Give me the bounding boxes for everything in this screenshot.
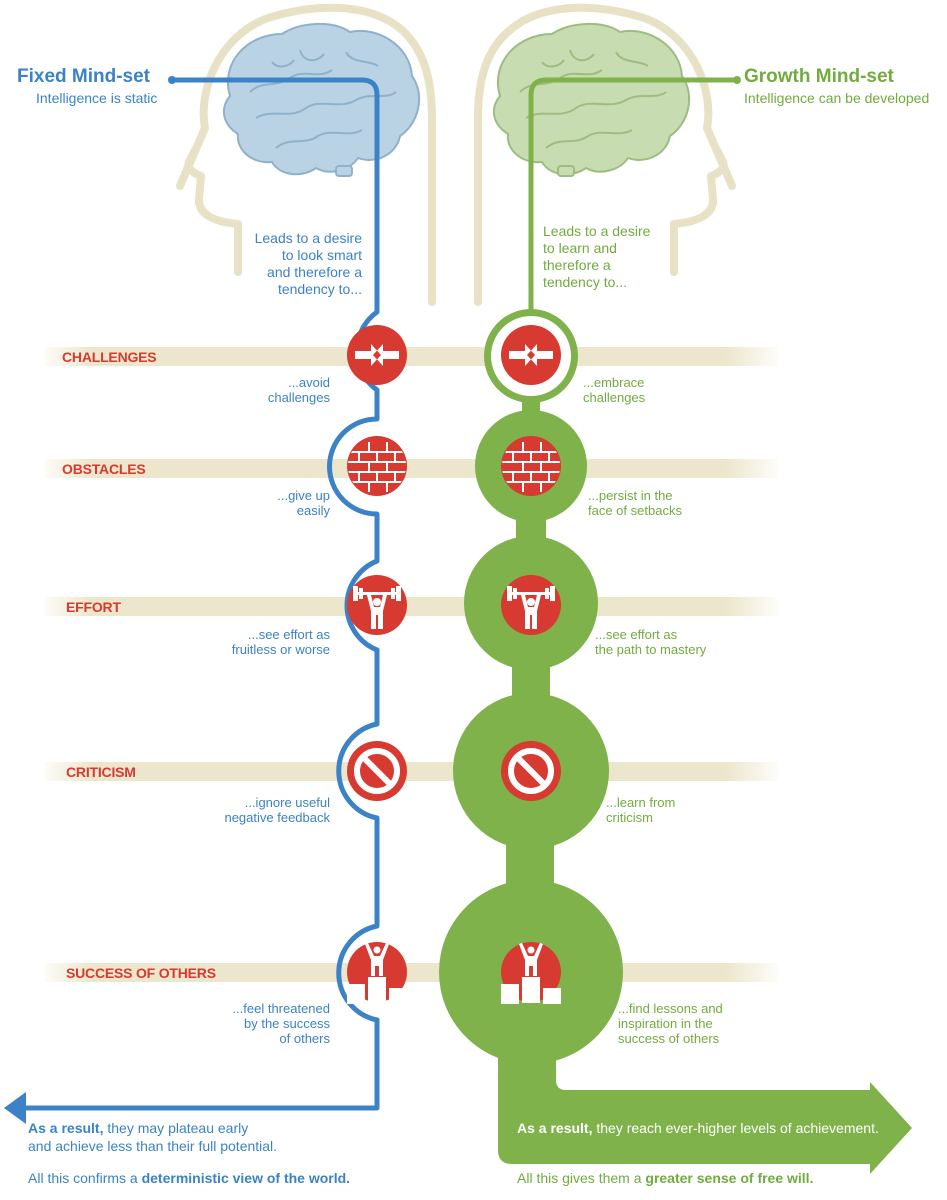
row-label-success-of-others: SUCCESS OF OTHERS — [66, 965, 216, 981]
growth-title: Growth Mind-set — [744, 66, 894, 87]
weightlifter-icon — [347, 575, 407, 635]
band-criticism — [45, 762, 430, 781]
growth-response-challenges: ...embrace challenges — [583, 375, 646, 405]
fixed-head-outline — [176, 3, 436, 306]
arrows-colliding-icon — [347, 325, 407, 385]
fixed-response-obstacles: ...give up easily — [277, 488, 330, 518]
brick-wall-icon — [347, 436, 407, 496]
fixed-confirm-bold: deterministic view of the world. — [141, 1170, 351, 1186]
fixed-confirm-prefix: All this confirms a — [28, 1170, 142, 1186]
growth-result-arrow — [498, 1040, 912, 1174]
fixed-result: As a result, they may plateau early — [28, 1119, 248, 1138]
fixed-response-challenges: ...avoid challenges — [267, 375, 330, 405]
podium-winner-icon — [501, 942, 561, 1004]
arrows-colliding-icon — [501, 325, 561, 385]
fixed-title: Fixed Mind-set — [17, 66, 151, 87]
growth-subtitle: Intelligence can be developed — [744, 90, 930, 106]
band-success — [45, 963, 430, 982]
growth-result-bold: As a result, — [517, 1120, 593, 1136]
fixed-result-line1: they may plateau early — [103, 1120, 249, 1136]
row-label-criticism: CRITICISM — [66, 764, 136, 780]
fixed-confirm: All this confirms a deterministic view o… — [28, 1169, 350, 1188]
fixed-response-success: ...feel threatened by the success of oth… — [232, 1001, 330, 1046]
fixed-subtitle: Intelligence is static — [36, 90, 158, 106]
band-challenges-right — [430, 347, 778, 366]
growth-confirm: All this gives them a greater sense of f… — [517, 1169, 813, 1188]
fixed-response-criticism: ...ignore useful negative feedback — [224, 795, 330, 825]
growth-response-obstacles: ...persist in the face of setbacks — [588, 488, 682, 518]
growth-response-success: ...find lessons and inspiration in the s… — [618, 1001, 723, 1046]
growth-response-criticism: ...learn from criticism — [606, 795, 676, 825]
prohibition-icon — [501, 741, 561, 801]
row-label-challenges: CHALLENGES — [62, 349, 157, 365]
growth-lead-text: Leads to a desire to learn and therefore… — [543, 223, 651, 290]
brick-wall-icon — [501, 436, 561, 496]
fixed-path-start-dot — [168, 76, 176, 84]
fixed-brain-icon — [222, 22, 421, 177]
growth-confirm-bold: greater sense of free will. — [645, 1170, 814, 1186]
weightlifter-icon — [501, 575, 561, 635]
head-silhouettes — [176, 3, 736, 306]
fixed-result-line2: and achieve less than their full potenti… — [28, 1138, 278, 1154]
growth-result: As a result, they reach ever-higher leve… — [517, 1119, 879, 1138]
growth-result-rest: they reach ever-higher levels of achieve… — [592, 1120, 879, 1136]
category-bands — [45, 347, 778, 982]
growth-response-effort: ...see effort as the path to mastery — [595, 627, 707, 657]
growth-path-start-dot — [733, 76, 741, 84]
fixed-result-bold: As a result, — [28, 1120, 104, 1136]
growth-head-outline — [474, 3, 736, 306]
band-effort — [45, 597, 430, 616]
row-label-obstacles: OBSTACLES — [62, 461, 146, 477]
growth-icons — [501, 325, 561, 1004]
podium-winner-icon — [347, 942, 407, 1004]
fixed-lead-text: Leads to a desire to look smart and ther… — [254, 230, 362, 297]
growth-brain-icon — [492, 22, 691, 177]
row-label-effort: EFFORT — [66, 599, 121, 615]
growth-confirm-prefix: All this gives them a — [517, 1170, 646, 1186]
fixed-response-effort: ...see effort as fruitless or worse — [231, 627, 330, 657]
band-obstacles — [45, 459, 430, 478]
growth-path-top — [528, 77, 737, 320]
band-challenges — [45, 347, 430, 366]
fixed-result-arrowhead — [4, 1092, 26, 1124]
prohibition-icon — [347, 741, 407, 801]
fixed-icons — [347, 325, 407, 1004]
